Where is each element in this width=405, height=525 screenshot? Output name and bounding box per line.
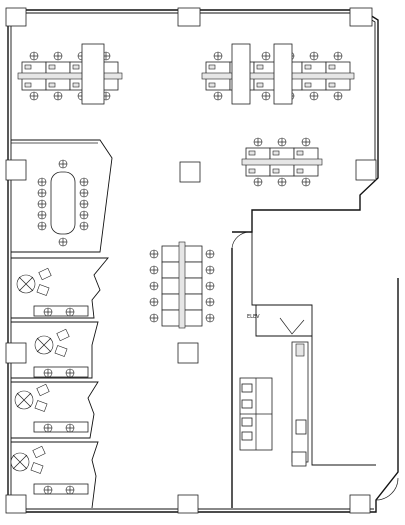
- office-chair: [333, 51, 343, 61]
- office-chair: [309, 51, 319, 61]
- office-chair: [29, 51, 39, 61]
- monitor: [256, 64, 264, 70]
- office-2: [33, 328, 89, 378]
- office-chair: [205, 265, 215, 275]
- workstation-clusters: [17, 43, 355, 329]
- office-chair: [37, 210, 47, 220]
- office-chair: [333, 91, 343, 101]
- private-offices: [10, 257, 109, 509]
- office-chair: [37, 221, 47, 231]
- office-chair: [29, 91, 39, 101]
- office-chair: [261, 91, 271, 101]
- office-chair: [37, 188, 47, 198]
- conference-room: [11, 139, 113, 253]
- office-desk: [33, 421, 89, 433]
- office-chair: [58, 159, 68, 169]
- office-chair: [149, 249, 159, 259]
- office-desk: [33, 305, 89, 317]
- office-chair: [301, 137, 311, 147]
- office-chair: [205, 297, 215, 307]
- desk-spine: [17, 72, 123, 80]
- office-chair: [79, 188, 89, 198]
- office-chair: [65, 423, 75, 433]
- office-chair: [53, 51, 63, 61]
- monitor: [208, 64, 216, 70]
- office-chair: [301, 177, 311, 187]
- office-chair: [79, 199, 89, 209]
- monitor: [208, 82, 216, 88]
- office-chair: [277, 137, 287, 147]
- office-chair: [65, 307, 75, 317]
- lounge-seating: [239, 377, 273, 451]
- monitor: [48, 82, 56, 88]
- monitor: [272, 168, 280, 174]
- office-chair: [43, 423, 53, 433]
- office-chair: [79, 221, 89, 231]
- office-chair: [53, 91, 63, 101]
- monitor: [328, 82, 336, 88]
- office-chair: [205, 313, 215, 323]
- storage-tower: [231, 43, 251, 105]
- office-chair: [65, 485, 75, 495]
- office-desk: [33, 483, 89, 495]
- office-chair: [205, 249, 215, 259]
- monitor: [328, 64, 336, 70]
- desk-spine: [178, 241, 186, 329]
- monitor: [304, 82, 312, 88]
- office-chair: [43, 368, 53, 378]
- monitor: [24, 64, 32, 70]
- storage-tower: [81, 43, 105, 105]
- office-chair: [79, 210, 89, 220]
- office-4: [10, 445, 89, 495]
- center-cluster: [149, 241, 215, 329]
- office-chair: [65, 368, 75, 378]
- office-desk: [33, 366, 89, 378]
- monitor: [296, 150, 304, 156]
- monitor: [24, 82, 32, 88]
- monitor: [256, 82, 264, 88]
- office-chair: [149, 265, 159, 275]
- monitor: [72, 64, 80, 70]
- monitor: [304, 64, 312, 70]
- office-chair: [37, 199, 47, 209]
- office-chair: [149, 281, 159, 291]
- monitor: [248, 150, 256, 156]
- monitor: [272, 150, 280, 156]
- office-chair: [213, 51, 223, 61]
- structural-columns: [5, 7, 377, 514]
- office-chair: [253, 137, 263, 147]
- office-chair: [213, 91, 223, 101]
- office-chair: [43, 485, 53, 495]
- monitor: [72, 82, 80, 88]
- elevator-label: ELEV: [247, 314, 260, 320]
- office-chair: [309, 91, 319, 101]
- office-chair: [79, 177, 89, 187]
- storage-tower: [273, 43, 293, 105]
- office-1: [16, 267, 89, 317]
- office-chair: [253, 177, 263, 187]
- desk-spine: [241, 158, 323, 166]
- office-chair: [58, 237, 68, 247]
- office-3: [14, 383, 89, 433]
- office-chair: [149, 313, 159, 323]
- office-chair: [149, 297, 159, 307]
- monitor: [296, 168, 304, 174]
- office-chair: [205, 281, 215, 291]
- monitor: [248, 168, 256, 174]
- office-chair: [261, 51, 271, 61]
- office-chair: [43, 307, 53, 317]
- office-chair: [277, 177, 287, 187]
- building-core: ELEV: [231, 231, 399, 501]
- monitor: [48, 64, 56, 70]
- office-chair: [37, 177, 47, 187]
